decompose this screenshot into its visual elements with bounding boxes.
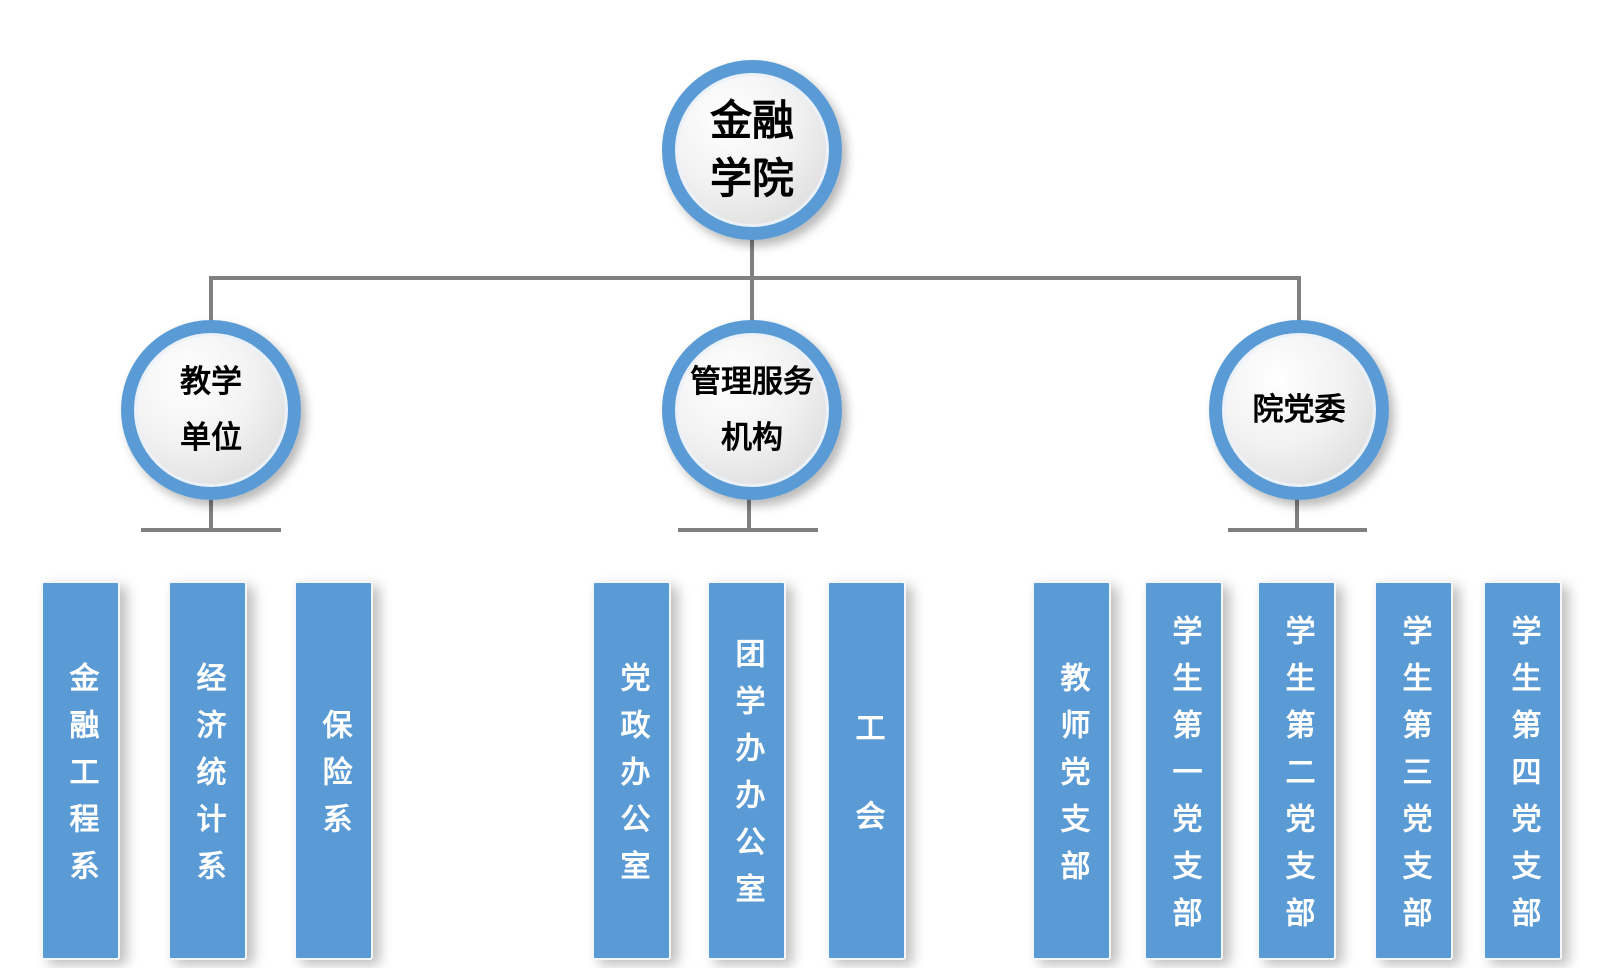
root-label-line: 学院 [709,154,794,203]
branch-node-admin: 管理服务 机构 [662,320,842,500]
root-label-line: 金融 [709,96,794,145]
unit-box: 教师党支部 [1032,581,1111,960]
unit-label: 学生第二党支部 [1279,614,1315,944]
unit-box: 团学办办公室 [707,581,786,960]
unit-box: 学生第一党支部 [1144,581,1223,960]
unit-label: 保险系 [316,708,352,850]
unit-label: 学生第四党支部 [1505,614,1541,944]
unit-label: 党政办公室 [614,661,650,897]
branch-label-line: 教学 [180,364,242,400]
unit-label: 团学办办公室 [729,638,765,920]
unit-label: 工会 [849,711,885,888]
branch-label-line: 管理服务 [690,364,814,400]
unit-box: 学生第四党支部 [1483,581,1562,960]
unit-box: 学生第三党支部 [1374,581,1453,960]
unit-box: 经济统计系 [168,581,247,960]
branch-label-line: 单位 [180,420,242,456]
unit-box: 党政办公室 [592,581,671,960]
unit-label: 教师党支部 [1054,661,1090,897]
unit-box: 工会 [827,581,906,960]
branch-label-line: 机构 [721,420,783,456]
unit-label: 金融工程系 [63,661,99,897]
root-node: 金融 学院 [662,60,842,240]
branch-node-teaching: 教学 单位 [121,320,301,500]
unit-box: 金融工程系 [41,581,120,960]
unit-label: 学生第一党支部 [1166,614,1202,944]
unit-label: 学生第三党支部 [1396,614,1432,944]
unit-label: 经济统计系 [190,661,226,897]
branch-node-party: 院党委 [1209,320,1389,500]
branch-label-line: 院党委 [1252,392,1346,428]
unit-box: 学生第二党支部 [1257,581,1336,960]
unit-box: 保险系 [294,581,373,960]
